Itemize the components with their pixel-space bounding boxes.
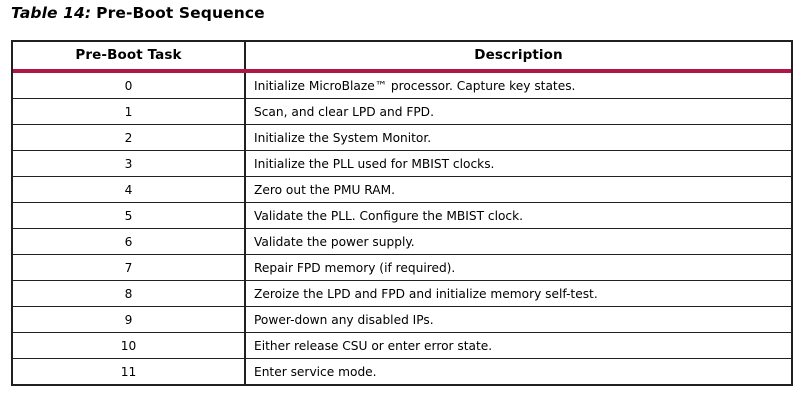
cell-task-number: 7 [13, 254, 246, 281]
cell-task-number: 5 [13, 202, 246, 229]
cell-task-description: Scan, and clear LPD and FPD. [245, 98, 791, 125]
cell-task-description: Initialize the PLL used for MBIST clocks… [245, 150, 791, 177]
column-header-task: Pre-Boot Task [13, 42, 246, 73]
cell-task-description: Initialize the System Monitor. [245, 124, 791, 151]
cell-task-number: 2 [13, 124, 246, 151]
cell-task-number: 1 [13, 98, 246, 125]
cell-task-number: 8 [13, 280, 246, 307]
cell-task-description: Enter service mode. [245, 358, 791, 384]
table-caption-title: Pre-Boot Sequence [96, 4, 265, 22]
cell-task-description: Repair FPD memory (if required). [245, 254, 791, 281]
cell-task-description: Zeroize the LPD and FPD and initialize m… [245, 280, 791, 307]
cell-task-description: Zero out the PMU RAM. [245, 176, 791, 203]
table-caption-label: Table 14: [11, 4, 92, 22]
column-header-description: Description [245, 42, 791, 73]
cell-task-number: 0 [13, 71, 246, 99]
cell-task-description: Initialize MicroBlaze™ processor. Captur… [245, 71, 791, 99]
table-header-row: Pre-Boot Task Description [13, 42, 791, 73]
table-header: Pre-Boot Task Description [13, 42, 791, 73]
cell-task-number: 6 [13, 228, 246, 255]
table-caption: Table 14: Pre-Boot Sequence [11, 2, 265, 24]
cell-task-description: Either release CSU or enter error state. [245, 332, 791, 359]
cell-task-number: 10 [13, 332, 246, 359]
cell-task-number: 3 [13, 150, 246, 177]
cell-task-number: 9 [13, 306, 246, 333]
cell-task-description: Validate the power supply. [245, 228, 791, 255]
cell-task-number: 4 [13, 176, 246, 203]
cell-task-description: Validate the PLL. Configure the MBIST cl… [245, 202, 791, 229]
cell-task-description: Power-down any disabled IPs. [245, 306, 791, 333]
cell-task-number: 11 [13, 358, 246, 384]
